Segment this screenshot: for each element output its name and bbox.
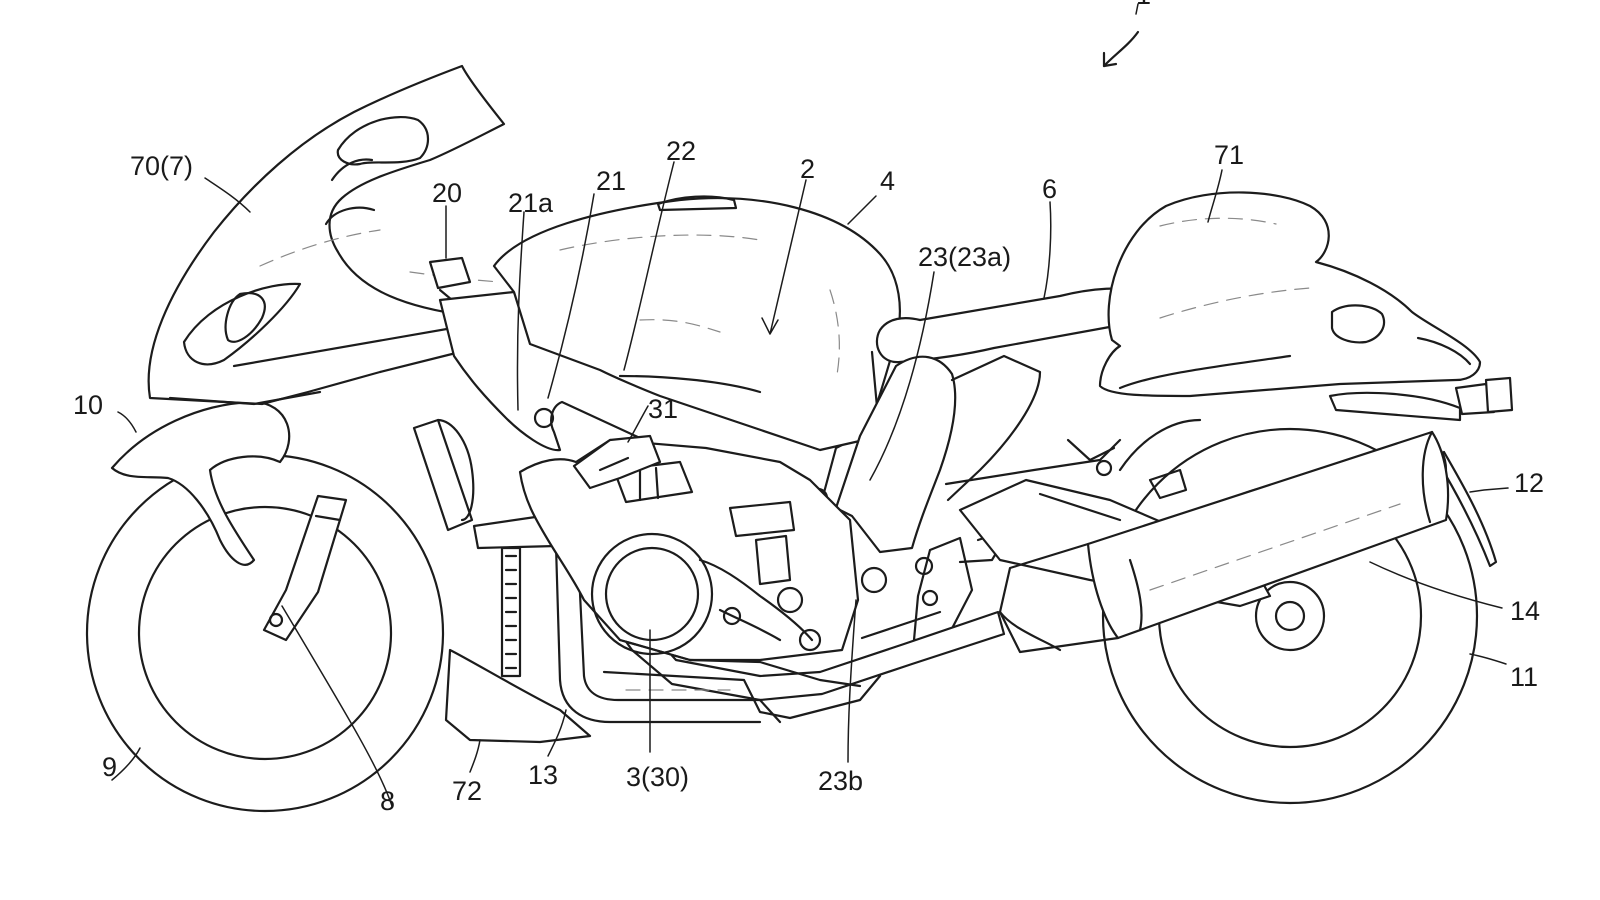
label-frame-pipe: 22 <box>666 136 696 166</box>
leader-lines <box>111 161 1509 807</box>
pivot-bracket <box>860 498 1006 642</box>
label-ecu: 20 <box>432 178 462 208</box>
label-throttle-body: 31 <box>648 394 678 424</box>
label-windshield: 70(7) <box>130 151 193 181</box>
throttle-body <box>572 434 662 490</box>
ecu-box <box>428 256 472 302</box>
label-front-fender: 10 <box>73 390 103 420</box>
label-engine: 3(30) <box>626 762 689 792</box>
muffler <box>998 430 1450 654</box>
rear-subframe-details <box>1066 418 1202 500</box>
tail-light <box>1328 376 1514 422</box>
label-rear-cowl: 71 <box>1214 140 1244 170</box>
label-pivot-bracket: 23b <box>818 766 863 796</box>
label-muffler: 14 <box>1510 596 1540 626</box>
label-rear-wheel: 11 <box>1510 662 1538 692</box>
upper-cowl <box>324 206 376 226</box>
label-rear-frame: 23(23a) <box>918 242 1011 272</box>
label-main-frame: 21 <box>596 166 626 196</box>
overall-reference <box>1102 3 1140 68</box>
engine <box>518 438 882 720</box>
label-overall: 1 <box>1136 0 1151 10</box>
label-under-cowl: 72 <box>452 776 482 806</box>
label-tank-cover: 4 <box>880 166 895 196</box>
radiator-undercowl <box>412 418 592 744</box>
label-exhaust-pipe: 13 <box>528 760 558 790</box>
front-wheel <box>85 453 445 813</box>
label-seat: 6 <box>1042 174 1057 204</box>
label-front-wheel: 9 <box>102 752 117 782</box>
front-fender <box>110 400 291 566</box>
rear-cowl <box>1098 191 1482 398</box>
reference-numerals: 1 70(7) 10 9 8 20 21a 21 22 2 4 6 71 23(… <box>73 0 1544 816</box>
label-frame-front: 21a <box>508 188 554 218</box>
label-fuel-tank: 2 <box>800 154 815 184</box>
label-rear-fender: 12 <box>1514 468 1544 498</box>
front-fork <box>262 494 348 642</box>
label-front-fork: 8 <box>380 786 395 816</box>
